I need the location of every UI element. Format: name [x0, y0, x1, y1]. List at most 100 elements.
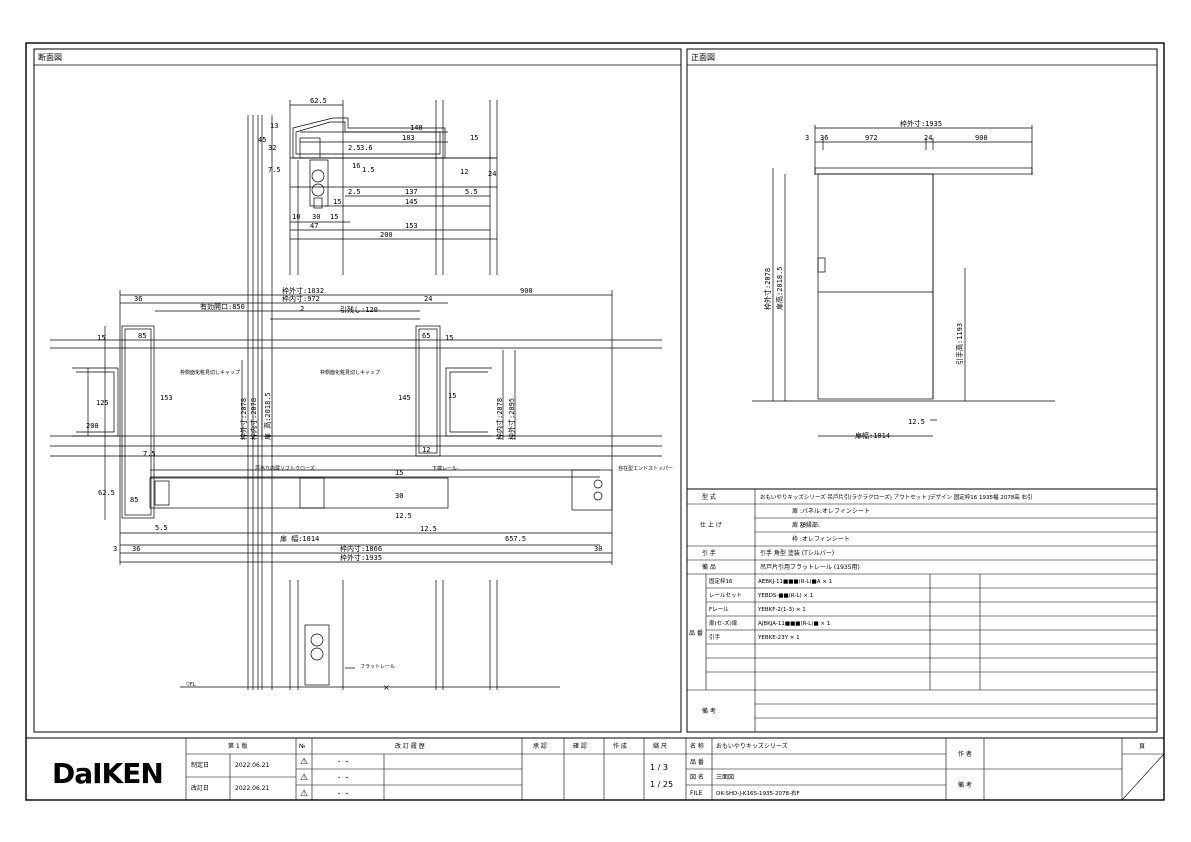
- tb-approve: 承 認: [533, 742, 547, 750]
- front-dim-h2: 扉高:2018.5: [775, 266, 784, 310]
- dim-24: 24: [424, 295, 432, 303]
- spec-finish-door: 扉 :パネル:オレフィンシート: [792, 507, 870, 515]
- dim-12: 12: [460, 168, 468, 176]
- front-view: 正面図 枠外寸:1935 3 36 972 24: [686, 48, 1158, 490]
- dim-13: 13: [270, 122, 278, 130]
- dim-waku-outer: 枠外寸:1032: [282, 286, 324, 295]
- tb-scale-2: 1 / 25: [650, 780, 673, 789]
- tb-edition: 第 1 版: [228, 742, 248, 750]
- plan-dims: 枠外寸:1032 枠内寸:972 有効開口:850 900 36 24 2 引残…: [86, 286, 602, 562]
- part-name: Fレール: [709, 607, 729, 613]
- sheet-border: [25, 42, 1165, 801]
- note-softclose: 戸当り内蔵ソフトクローズ: [255, 465, 315, 472]
- dim-waku-1866: 枠内寸:1866: [340, 544, 382, 553]
- dim-3: 3: [113, 545, 117, 553]
- front-dim-handle: 引手高:1193: [955, 323, 964, 365]
- dim-900: 900: [520, 287, 533, 295]
- door-handle: [817, 257, 826, 273]
- dim-2-5b: 2.5: [348, 188, 361, 196]
- dim-32: 32: [268, 144, 276, 152]
- front-dim-h1: 枠外寸:2078: [763, 268, 772, 310]
- spec-handle: 引手 角型 塗装 (Tシルバー): [760, 549, 834, 557]
- tb-name-label: 名 称: [690, 742, 704, 750]
- plan-notes: 枠側面化粧見切しキャップ 枠側面化粧見切しキャップ 戸当り内蔵ソフトクローズ 下…: [180, 369, 673, 472]
- front-dim-900: 900: [975, 134, 988, 142]
- dim-vh1: 枠外寸:2078: [239, 398, 248, 440]
- dim-62-5: 62.5: [310, 97, 327, 105]
- dim-5-5: 5.5: [465, 188, 478, 196]
- tb-scale: 縮 尺: [653, 742, 667, 750]
- tb-check: 確 認: [573, 742, 587, 750]
- part-name: 固定枠16: [709, 577, 733, 585]
- tb-scale-1: 1 / 3: [650, 763, 668, 772]
- tb-rev-date: 2022.06.21: [235, 785, 270, 792]
- dim-door-width: 扉 幅:1014: [280, 534, 319, 543]
- dim-hikishiro: 引残し:120: [340, 305, 378, 314]
- dim-657-5: 657.5: [505, 535, 526, 543]
- spec-table: 型 式 おもいやりキッズシリーズ 吊戸片引(ラクラクローズ) アウトセット Jデ…: [686, 488, 1158, 733]
- note-stopper: 自在型エンドストッパー: [618, 465, 673, 472]
- dim-15g: 15: [395, 469, 403, 477]
- spec-finish-frame: 枠 :オレフィンシート: [792, 535, 850, 543]
- tb-no-label: №: [299, 743, 305, 750]
- dim-65: 65: [422, 332, 430, 340]
- spec-finish-frame-edge: 扉 額縁部:: [792, 521, 820, 529]
- dim-12b: 12: [422, 446, 430, 454]
- rev-triangle-icon: ⚠: [300, 773, 308, 783]
- dim-2: 2: [300, 305, 304, 313]
- tb-create: 作 成: [613, 742, 627, 750]
- spec-handle-label: 引 手: [702, 549, 716, 557]
- dim-47: 47: [310, 222, 318, 230]
- dim-15e: 15: [445, 334, 453, 342]
- part-code: AJBKJA-11■■■(R-L)■ × 1: [758, 621, 830, 627]
- tb-drawing-label: 図 名: [690, 773, 704, 781]
- dim-153b: 153: [160, 394, 173, 402]
- dim-5-5b: 5.5: [155, 524, 168, 532]
- dim-12-5: 12.5: [395, 512, 412, 520]
- dim-15f: 15: [448, 392, 456, 400]
- tb-rev-dot: ・ ・: [336, 759, 350, 766]
- part-code: YEBKF-2(1-3) × 1: [757, 607, 806, 613]
- dim-waku-inner: 枠内寸:972: [282, 294, 320, 303]
- spec-finish-label: 仕 上 げ: [700, 521, 722, 529]
- title-block: DaIKEN 第 1 版 制定日 2022.06.21 改訂日 2022.06.…: [26, 737, 1165, 801]
- dim-yuko: 有効開口:850: [200, 302, 245, 311]
- plan-detail: [50, 290, 662, 565]
- dim-waku-1935: 枠外寸:1935: [340, 553, 382, 562]
- tb-rev-dot: ・ ・: [336, 791, 350, 798]
- part-name: 扉(セ-ズ)扉: [709, 619, 738, 627]
- dim-16: 16: [352, 162, 360, 170]
- note-rail-under: 下端レール: [432, 465, 457, 472]
- dim-145b: 145: [398, 394, 411, 402]
- spec-model: おもいやりキッズシリーズ 吊戸片引(ラクラクローズ) アウトセット Jデザイン …: [760, 493, 1033, 501]
- note-cap-right: 枠側面化粧見切しキャップ: [320, 369, 380, 376]
- tb-rev-dot: ・ ・: [336, 775, 350, 782]
- dim-62-5b: 62.5: [98, 489, 115, 497]
- dim-200: 200: [380, 231, 393, 239]
- spec-notes-label: 備 考: [702, 707, 716, 715]
- dim-vr2: 枠外寸:2095: [507, 398, 516, 440]
- dim-24: 24: [488, 170, 496, 178]
- rev-triangle-icon: ⚠: [300, 757, 308, 767]
- tb-note-label: 備 考: [958, 781, 972, 789]
- dim-145: 145: [405, 198, 418, 206]
- bottom-detail: [180, 580, 560, 690]
- tb-made-date: 2022.06.21: [235, 762, 270, 769]
- section-view: 断面図: [33, 48, 682, 733]
- top-dims: 62.5 140 183 15 13 45 32 7.5 24 2.5 3.6 …: [258, 97, 496, 239]
- dim-15d: 15: [97, 334, 105, 342]
- dim-7-5: 7.5: [268, 166, 281, 174]
- front-dim-waku: 枠外寸:1935: [900, 119, 942, 128]
- part-name: レールセット: [709, 592, 742, 599]
- rev-triangle-icon: ⚠: [300, 789, 308, 799]
- dim-30b: 30: [395, 492, 403, 500]
- dim-30: 30: [312, 213, 320, 221]
- dim-vh2: 枠内寸:2078: [249, 398, 258, 440]
- dim-2-5: 2.5: [348, 144, 361, 152]
- part-code: AEBKJ-11■■■(R-L)■A × 1: [758, 579, 832, 585]
- tb-drawing: 三面図: [716, 774, 734, 781]
- spec-rail-label: 備 品: [702, 563, 716, 571]
- dim-30c: 30: [594, 545, 602, 553]
- dim-12-5b: 12.5: [420, 525, 437, 533]
